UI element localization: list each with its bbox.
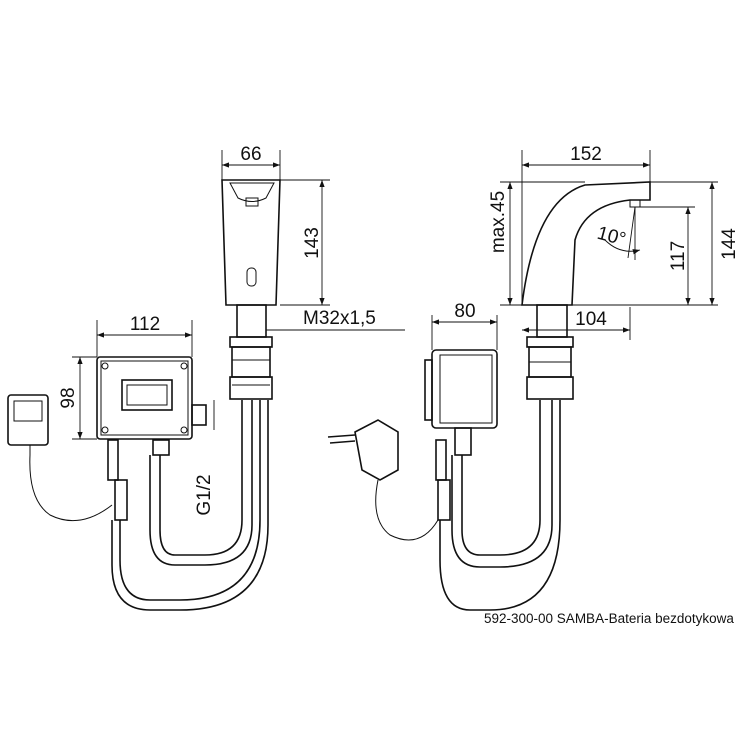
angle-10: 10° — [595, 223, 628, 251]
front-hoses — [111, 400, 269, 611]
dim-112: 112 — [130, 314, 160, 335]
dim-117: 117 — [668, 241, 689, 271]
connection-label: G1/2 — [194, 474, 215, 515]
thread-label: M32x1,5 — [303, 308, 376, 329]
dim-144: 144 — [719, 228, 740, 260]
front-faucet — [221, 179, 281, 400]
sensor-icon — [246, 267, 257, 287]
remote-display — [7, 394, 113, 522]
dim-152: 152 — [570, 144, 602, 165]
side-control-box — [424, 349, 498, 521]
dim-104: 104 — [575, 309, 607, 330]
caption: 592-300-00 SAMBA-Bateria bezdotykowa — [484, 611, 734, 626]
side-dimensions — [431, 150, 718, 350]
dim-98: 98 — [58, 387, 79, 408]
dim-80: 80 — [454, 301, 475, 322]
dim-max45: max.45 — [488, 191, 509, 253]
dim-66: 66 — [240, 144, 261, 165]
side-faucet — [439, 181, 651, 611]
control-box — [96, 356, 207, 521]
dim-143: 143 — [302, 227, 323, 259]
front-dimensions — [72, 150, 405, 440]
power-adapter — [327, 419, 439, 541]
